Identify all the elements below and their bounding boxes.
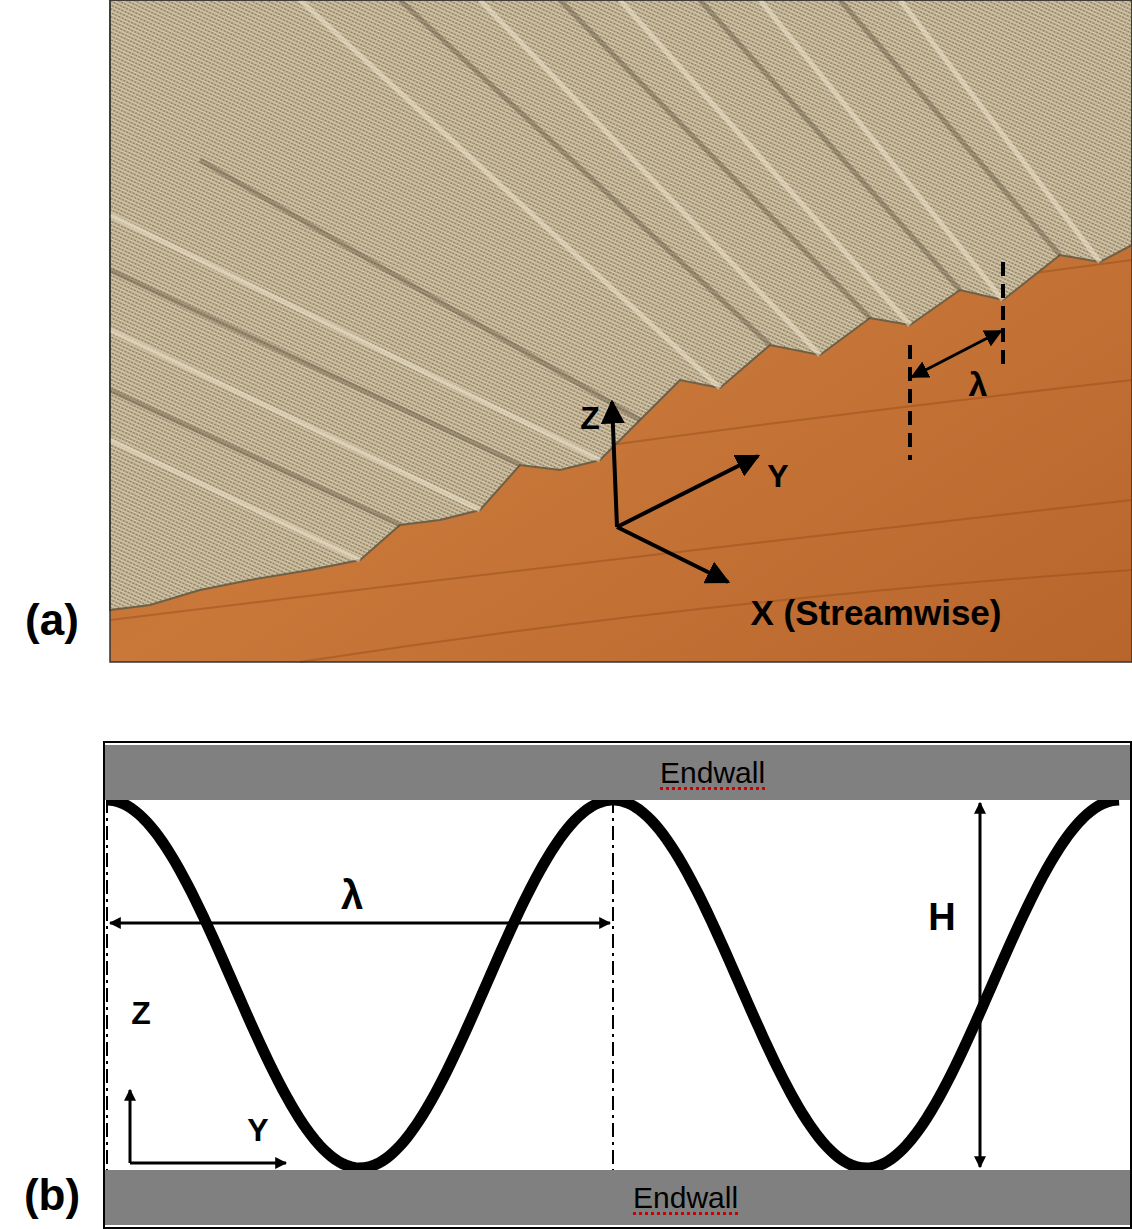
axis-label: Y [767, 458, 788, 495]
panel-label: (a) [25, 595, 79, 645]
axis-label: Z [580, 400, 600, 437]
axis-label: X (Streamwise) [751, 593, 1002, 633]
panel-label: (b) [24, 1170, 80, 1220]
endwall-band: Endwall [105, 745, 1130, 800]
axis-label: Z [131, 995, 151, 1032]
photo [110, 0, 1132, 662]
endwall-band: Endwall [105, 1170, 1130, 1225]
dimension-label: λ [969, 365, 988, 404]
dimension-label: H [928, 896, 955, 939]
dimension-label: λ [341, 873, 363, 918]
endwall-label: Endwall [660, 756, 765, 790]
schematic [104, 742, 1131, 1228]
endwall-label: Endwall [633, 1181, 738, 1215]
axis-label: Y [247, 1112, 268, 1149]
